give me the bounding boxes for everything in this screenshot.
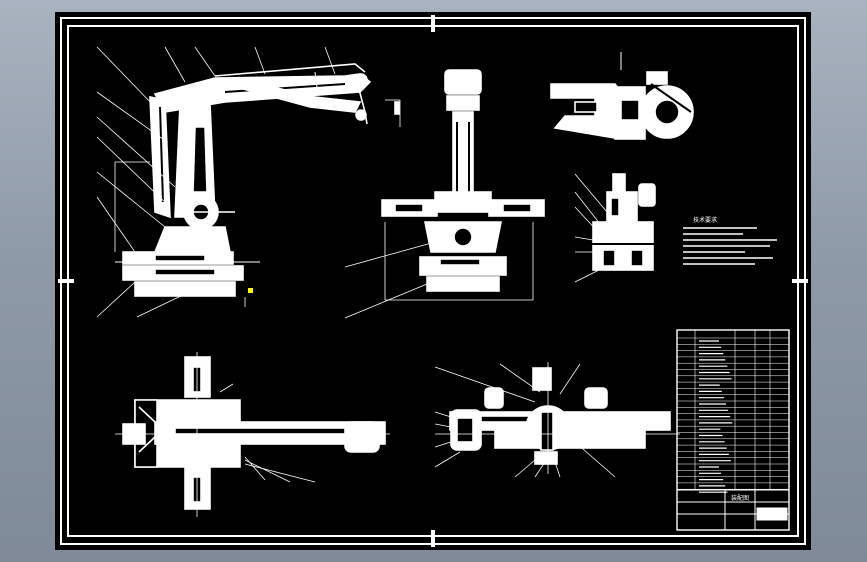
notes-title: 技术要求 (693, 216, 717, 224)
top-view-base (115, 352, 390, 517)
gripper-detail (550, 52, 694, 140)
drawing-sheet: 技术要求 (55, 12, 811, 550)
wrist-detail (574, 173, 663, 283)
title-block (676, 489, 790, 531)
side-view-robot-arm (344, 69, 545, 319)
front-view-robot-arm (96, 46, 401, 318)
cad-drawing: 技术要求 (58, 15, 808, 547)
title-block-label: 装配图 (731, 494, 749, 502)
parts-list: 装配图 (676, 329, 790, 531)
plan-view-arm (434, 362, 680, 478)
centering-marks (58, 15, 808, 547)
technical-notes: 技术要求 (683, 216, 777, 265)
